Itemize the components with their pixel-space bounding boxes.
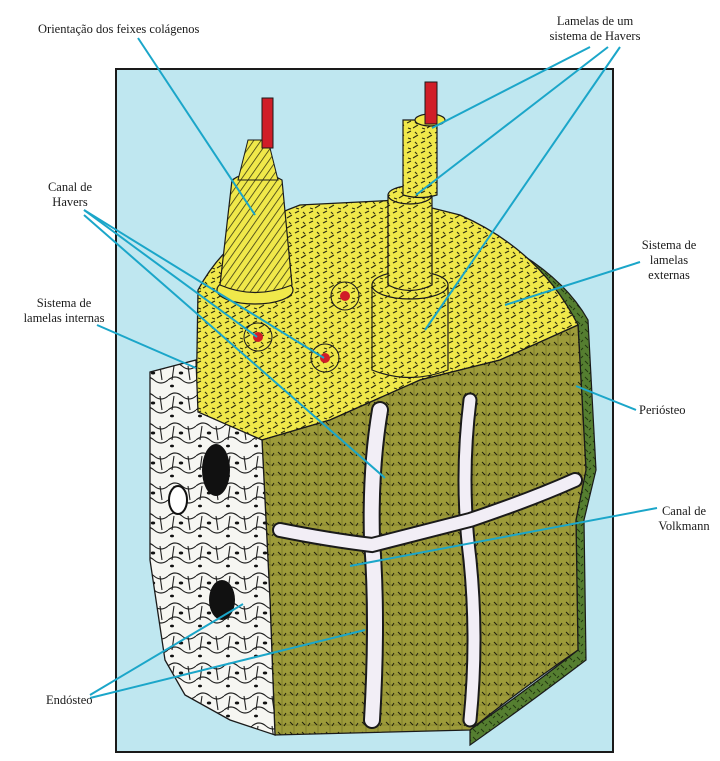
label-haversian-lamellae: Lamelas de um sistema de Havers <box>528 14 662 44</box>
label-external-lamellae: Sistema de lamelas externas <box>624 238 714 283</box>
label-periosteum: Periósteo <box>639 403 686 418</box>
marrow-cavity <box>202 444 230 496</box>
label-endosteum: Endósteo <box>46 693 93 708</box>
label-internal-lamellae: Sistema de lamelas internas <box>4 296 124 326</box>
label-volkmann-canal: Canal de Volkmann <box>648 504 720 534</box>
label-collagen-orientation: Orientação dos feixes colágenos <box>38 22 199 37</box>
marrow-cavity <box>209 580 235 620</box>
marrow-cavity <box>169 486 187 514</box>
label-haversian-canal: Canal de Havers <box>30 180 110 210</box>
